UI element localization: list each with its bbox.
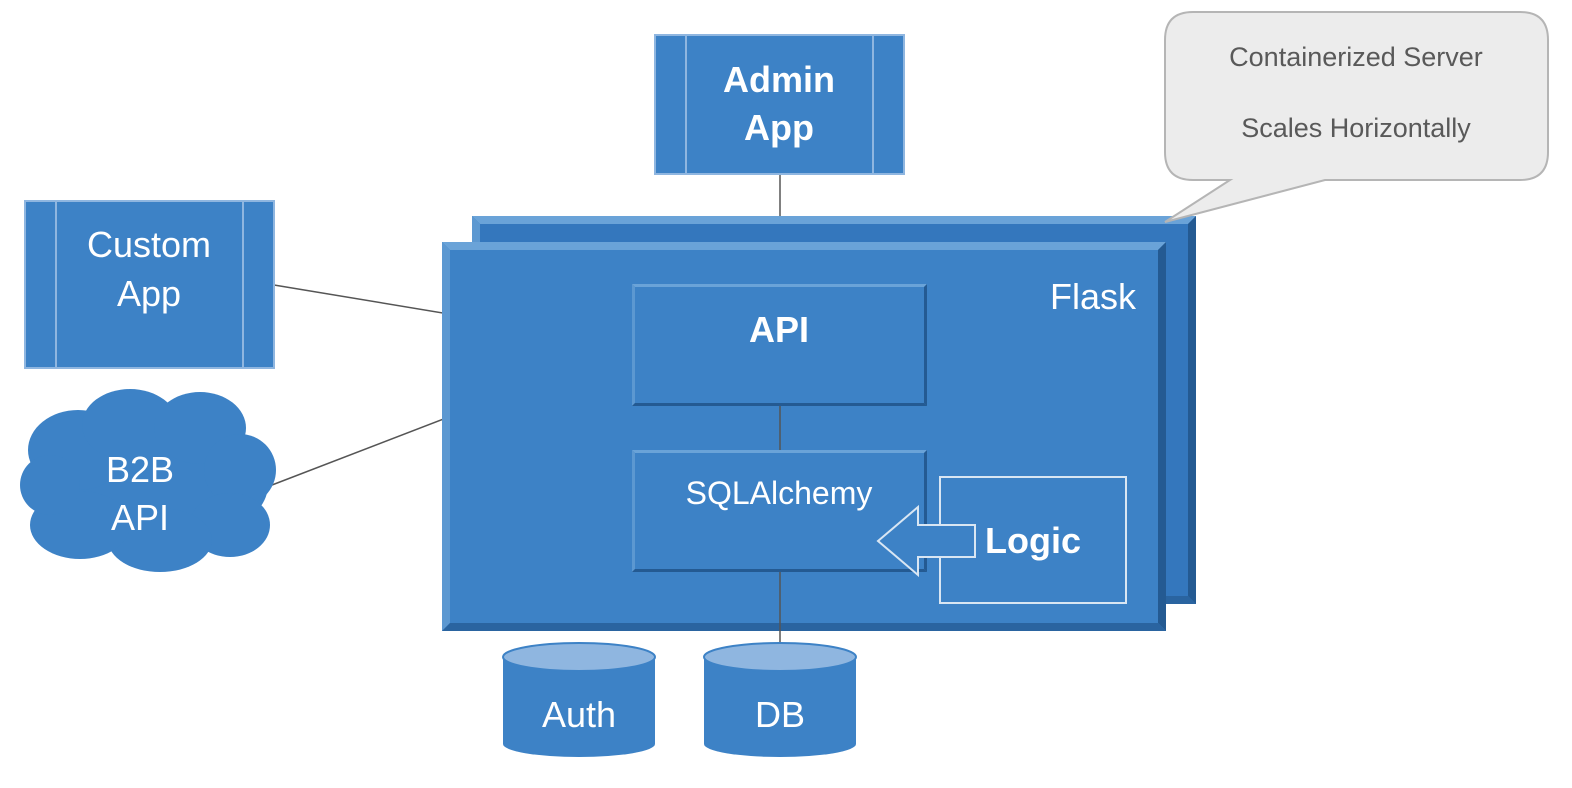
- custom-app-label-line2: App: [117, 273, 181, 314]
- sqlalchemy-box: SQLAlchemy: [632, 450, 927, 572]
- auth-label: Auth: [542, 694, 616, 735]
- admin-app-label-line2: App: [744, 107, 814, 148]
- callout-line1: Containerized Server: [1229, 42, 1483, 72]
- flask-label: Flask: [1050, 276, 1137, 317]
- b2b-api-cloud: B2B API: [20, 389, 276, 572]
- admin-app-box: Admin App: [654, 34, 905, 175]
- custom-app-label-line1: Custom: [87, 224, 211, 265]
- logic-label: Logic: [985, 520, 1081, 561]
- admin-app-label-line1: Admin: [723, 59, 835, 100]
- sqlalchemy-label: SQLAlchemy: [686, 475, 873, 511]
- api-label: API: [749, 309, 809, 350]
- b2b-api-label-line1: B2B: [106, 449, 174, 490]
- auth-database-cylinder: Auth: [502, 642, 656, 757]
- api-box: API: [632, 284, 927, 406]
- custom-app-box: Custom App: [24, 200, 275, 369]
- db-label: DB: [755, 694, 805, 735]
- b2b-api-label-line2: API: [111, 497, 169, 538]
- main-database-cylinder: DB: [703, 642, 857, 757]
- scaling-callout: Containerized Server Scales Horizontally: [1164, 11, 1549, 223]
- callout-line2: Scales Horizontally: [1241, 113, 1471, 143]
- logic-to-sqlalchemy-arrow: [876, 504, 976, 578]
